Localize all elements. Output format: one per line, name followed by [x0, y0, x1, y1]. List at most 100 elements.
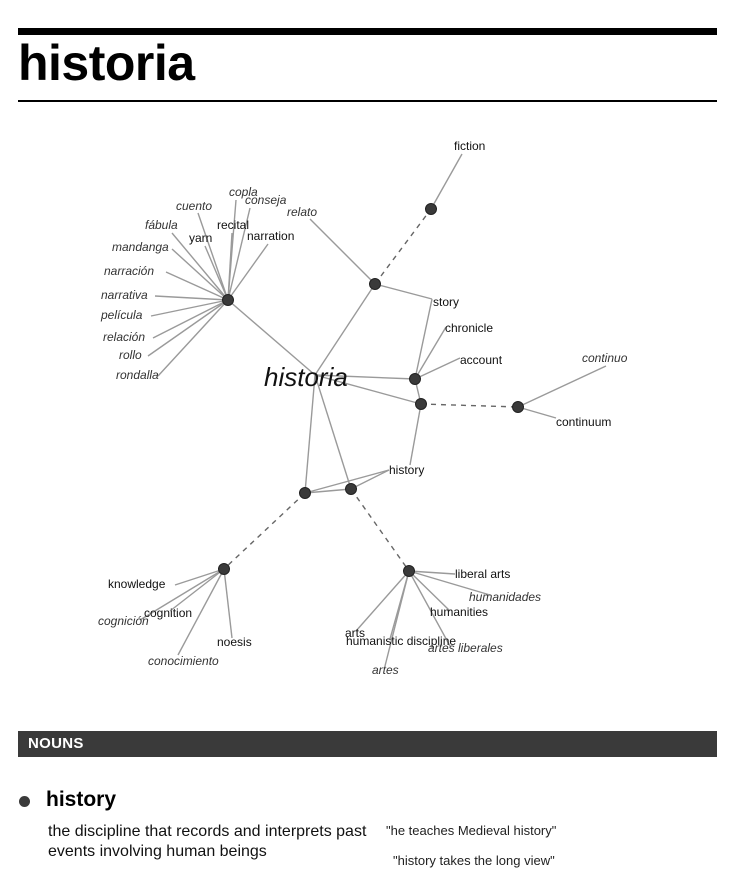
graph-edge — [314, 374, 416, 380]
graph-edge — [409, 403, 422, 466]
graph-label-humanistic-discipline[interactable]: humanistic discipline — [346, 634, 456, 648]
graph-edge — [150, 299, 229, 317]
graph-label-relacion[interactable]: relación — [103, 330, 145, 344]
graph-edge — [517, 365, 607, 408]
graph-edge — [314, 374, 422, 405]
graph-edge — [304, 488, 352, 494]
graph-label-history[interactable]: history — [389, 463, 424, 477]
graph-edge — [314, 283, 376, 376]
graph-label-story[interactable]: story — [433, 295, 459, 309]
page-title: historia — [18, 35, 195, 91]
graph-edge — [408, 570, 451, 647]
graph-edge — [408, 570, 451, 612]
graph-edge — [157, 299, 229, 377]
title-underline — [18, 100, 717, 102]
graph-edge — [171, 248, 229, 301]
graph-center-label[interactable]: historia — [264, 362, 348, 392]
graph-label-relato[interactable]: relato — [287, 205, 317, 219]
graph-label-humanities[interactable]: humanities — [430, 605, 488, 619]
graph-edge — [350, 469, 390, 490]
sense-definition: the discipline that records and interpre… — [48, 823, 367, 860]
graph-edge — [309, 218, 376, 285]
graph-label-conseja[interactable]: conseja — [245, 193, 287, 207]
graph-label-rondalla[interactable]: rondalla — [116, 368, 159, 382]
graph-label-humanidades[interactable]: humanidades — [469, 590, 541, 604]
graph-edge — [355, 570, 410, 632]
graph-label-narracion[interactable]: narración — [104, 264, 154, 278]
graph-edge — [177, 568, 225, 656]
synset-node-chron[interactable] — [409, 373, 421, 385]
graph-label-continuo[interactable]: continuo — [582, 351, 628, 365]
graph-label-copla[interactable]: copla — [229, 185, 258, 199]
graph-edge — [227, 232, 233, 301]
graph-edge — [169, 568, 225, 612]
graph-hubs — [218, 203, 524, 577]
graph-label-cognicion[interactable]: cognición — [98, 614, 149, 628]
synset-node-spanish[interactable] — [222, 294, 234, 306]
graph-edge — [197, 212, 229, 301]
synset-node-hist1[interactable] — [299, 487, 311, 499]
graph-label-yarn[interactable]: yarn — [189, 231, 212, 245]
graph-label-continuum[interactable]: continuum — [556, 415, 611, 429]
synset-node-fiction[interactable] — [425, 203, 437, 215]
graph-edge — [227, 207, 251, 301]
graph-label-fiction[interactable]: fiction — [454, 139, 485, 153]
graph-label-artes-liberales[interactable]: artes liberales — [428, 641, 503, 655]
graph-edge — [227, 243, 269, 301]
graph-edge — [414, 357, 461, 380]
graph-label-conocimiento[interactable]: conocimiento — [148, 654, 219, 668]
graph-edge — [384, 570, 410, 667]
graph-edge — [374, 283, 433, 300]
graph-edge-dashed — [223, 492, 306, 570]
synset-node-arts[interactable] — [403, 565, 415, 577]
graph-label-chronicle[interactable]: chronicle — [445, 321, 493, 335]
graph-label-mandanga[interactable]: mandanga — [112, 240, 169, 254]
graph-edge-dashed — [374, 208, 432, 285]
graph-label-cuento[interactable]: cuento — [176, 199, 212, 213]
graph-label-artes[interactable]: artes — [372, 663, 399, 677]
sense-example: "he teaches Medieval history" — [386, 823, 557, 838]
graph-edge-dashed — [420, 403, 519, 408]
sense-headword[interactable]: history — [46, 788, 117, 811]
sense-bullet-icon — [19, 796, 30, 807]
graph-label-pelicula[interactable]: película — [100, 308, 143, 322]
synset-node-know[interactable] — [218, 563, 230, 575]
graph-edge — [174, 568, 225, 586]
graph-edge — [204, 245, 229, 301]
graph-edge — [314, 374, 352, 490]
graph-edge — [414, 326, 447, 380]
synset-node-cont[interactable] — [415, 398, 427, 410]
graph-edge — [408, 570, 491, 596]
synset-node-contEn[interactable] — [512, 401, 524, 413]
graph-label-noesis[interactable]: noesis — [217, 635, 252, 649]
graph-label-rollo[interactable]: rollo — [119, 348, 142, 362]
graph-edge — [165, 271, 229, 301]
graph-edges — [139, 153, 607, 667]
graph-label-arts[interactable]: arts — [345, 626, 365, 640]
graph-label-narration[interactable]: narration — [247, 229, 294, 243]
graph-label-liberal-arts[interactable]: liberal arts — [455, 567, 510, 581]
graph-edge-dashed — [350, 488, 410, 572]
graph-label-account[interactable]: account — [460, 353, 503, 367]
sense-example: "history takes the long view" — [393, 853, 555, 868]
graph-edge — [430, 153, 463, 210]
synset-node-hist2[interactable] — [345, 483, 357, 495]
graph-label-knowledge[interactable]: knowledge — [108, 577, 166, 591]
graph-label-fabula[interactable]: fábula — [145, 218, 178, 232]
graph-edge — [171, 232, 229, 301]
section-header-nouns: NOUNS — [18, 731, 717, 757]
top-rule — [18, 28, 717, 35]
graph-edge — [408, 570, 456, 575]
synset-node-story[interactable] — [369, 278, 381, 290]
graph-edge — [154, 295, 229, 301]
graph-edge — [414, 298, 433, 380]
graph-edge — [227, 299, 316, 376]
graph-label-cognition[interactable]: cognition — [144, 606, 192, 620]
graph-edge — [304, 374, 316, 494]
graph-edge — [223, 568, 233, 639]
section-title: NOUNS — [28, 735, 84, 752]
graph-label-narrativa[interactable]: narrativa — [101, 288, 148, 302]
graph-label-recital[interactable]: recital — [217, 218, 249, 232]
graph-edge — [304, 469, 390, 494]
